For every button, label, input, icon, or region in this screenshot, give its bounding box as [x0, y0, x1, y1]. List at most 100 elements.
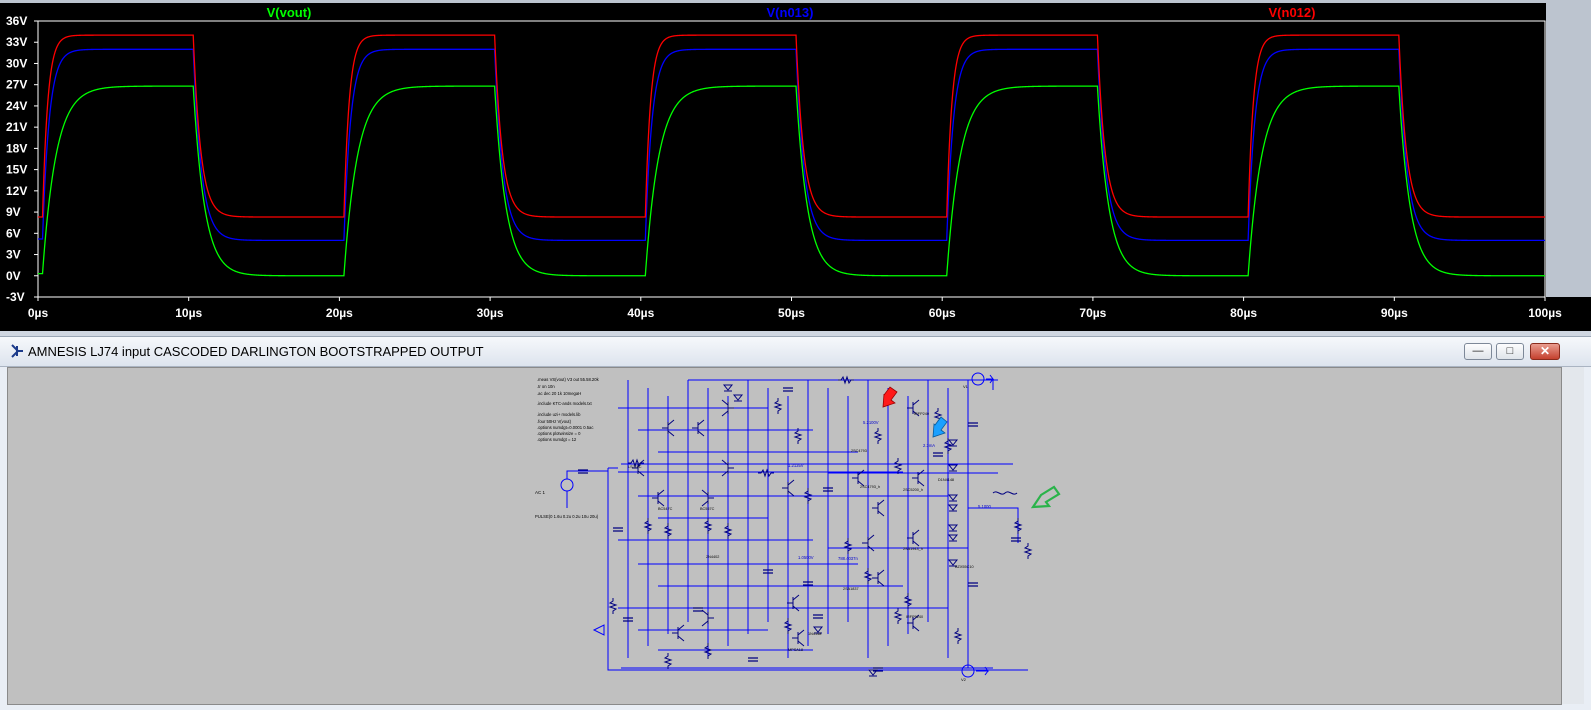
resistor-symbol[interactable] — [863, 568, 873, 584]
schematic-window-title: AMNESIS LJ74 input CASCODED DARLINGTON B… — [28, 344, 484, 359]
trace-line-vvout[interactable] — [38, 85, 1545, 277]
capacitor-symbol[interactable] — [613, 527, 623, 532]
trace-line-vn013[interactable] — [38, 48, 1545, 242]
transistor-symbol[interactable] — [872, 569, 885, 587]
capacitor-symbol[interactable] — [693, 607, 703, 612]
resistor-symbol[interactable] — [903, 593, 913, 609]
resistor-symbol[interactable] — [663, 523, 673, 539]
close-button[interactable]: ✕ — [1530, 343, 1560, 360]
transistor-symbol[interactable] — [632, 459, 645, 477]
diode-symbol[interactable] — [812, 626, 824, 634]
resistor-symbol[interactable] — [773, 398, 783, 414]
resistor-symbol[interactable] — [783, 618, 793, 634]
schematic-window[interactable]: AMNESIS LJ74 input CASCODED DARLINGTON B… — [0, 336, 1591, 710]
transistor-symbol[interactable] — [787, 594, 800, 612]
schematic-label: .options numdgt = 12 — [537, 437, 577, 442]
resistor-symbol[interactable] — [1023, 543, 1033, 559]
diode-symbol[interactable] — [947, 439, 959, 447]
resistor-symbol[interactable] — [893, 608, 903, 624]
transistor-symbol[interactable] — [907, 614, 920, 632]
supply-v1-symbol[interactable] — [971, 372, 985, 386]
diode-symbol[interactable] — [947, 504, 959, 512]
capacitor-symbol[interactable] — [763, 569, 773, 574]
y-tick-label: 15V — [6, 163, 27, 177]
voltage-source-symbol[interactable] — [560, 478, 574, 492]
transistor-symbol[interactable] — [672, 624, 685, 642]
waveform-chart[interactable]: V(vout)V(n013)V(n012) -3V0V3V6V9V12V15V1… — [0, 0, 1591, 331]
capacitor-symbol[interactable] — [813, 614, 823, 619]
capacitor-symbol[interactable] — [1011, 537, 1021, 542]
trace-title-vvout[interactable]: V(vout) — [267, 5, 312, 20]
resistor-symbol[interactable] — [643, 518, 653, 534]
diode-symbol[interactable] — [947, 559, 959, 567]
resistor-symbol[interactable] — [838, 375, 854, 385]
schematic-wire[interactable] — [566, 470, 608, 479]
x-tick-label: 10µs — [175, 306, 202, 320]
resistor-symbol[interactable] — [953, 628, 963, 644]
resistor-symbol[interactable] — [843, 538, 853, 554]
capacitor-symbol[interactable] — [623, 617, 633, 622]
transistor-symbol[interactable] — [692, 419, 705, 437]
resistor-symbol[interactable] — [663, 653, 673, 669]
trace-title-vn012[interactable]: V(n012) — [1269, 5, 1316, 20]
diode-symbol[interactable] — [867, 669, 879, 677]
transistor-symbol[interactable] — [792, 629, 805, 647]
schematic-wire[interactable] — [968, 507, 1019, 543]
capacitor-symbol[interactable] — [783, 387, 793, 392]
plot-background[interactable] — [8, 3, 1546, 297]
resistor-symbol[interactable] — [703, 518, 713, 534]
resistor-symbol[interactable] — [758, 468, 774, 478]
transistor-symbol[interactable] — [701, 489, 714, 507]
schematic-drawing[interactable]: .meas VS(vout) V3 out 55.58.20k.tr on 10… — [8, 368, 1561, 704]
transistor-symbol[interactable] — [721, 399, 734, 417]
minimize-button[interactable]: — — [1464, 343, 1492, 360]
diode-symbol[interactable] — [947, 494, 959, 502]
transistor-symbol[interactable] — [872, 499, 885, 517]
schematic-wire[interactable] — [607, 468, 1028, 671]
diode-symbol[interactable] — [947, 534, 959, 542]
diode-symbol[interactable] — [947, 464, 959, 472]
supply-v2-symbol[interactable] — [961, 664, 975, 678]
trace-line-vn012[interactable] — [38, 34, 1545, 218]
capacitor-symbol[interactable] — [823, 487, 833, 492]
resistor-symbol[interactable] — [893, 458, 903, 474]
transistor-symbol[interactable] — [782, 479, 795, 497]
schematic-canvas[interactable]: .meas VS(vout) V3 out 55.58.20k.tr on 10… — [7, 367, 1562, 705]
diode-symbol[interactable] — [722, 384, 734, 392]
transistor-symbol[interactable] — [862, 534, 875, 552]
resistor-symbol[interactable] — [1013, 518, 1023, 534]
transistor-symbol[interactable] — [721, 459, 734, 477]
capacitor-symbol[interactable] — [968, 422, 978, 427]
schematic-title-bar[interactable]: AMNESIS LJ74 input CASCODED DARLINGTON B… — [0, 337, 1591, 367]
schematic-label: .include uzi+ models.lib — [537, 412, 581, 417]
transistor-symbol[interactable] — [912, 469, 925, 487]
capacitor-symbol[interactable] — [873, 667, 883, 672]
resistor-symbol[interactable] — [628, 458, 644, 468]
transistor-symbol[interactable] — [852, 469, 865, 487]
transistor-symbol[interactable] — [907, 529, 920, 547]
transistor-symbol[interactable] — [652, 489, 665, 507]
transistor-symbol[interactable] — [662, 419, 675, 437]
diode-symbol[interactable] — [947, 524, 959, 532]
resistor-symbol[interactable] — [608, 598, 618, 614]
resistor-symbol[interactable] — [793, 428, 803, 444]
capacitor-symbol[interactable] — [748, 657, 758, 662]
resistor-symbol[interactable] — [943, 438, 953, 454]
capacitor-symbol[interactable] — [803, 581, 813, 586]
resistor-symbol[interactable] — [703, 643, 713, 659]
capacitor-symbol[interactable] — [933, 452, 943, 457]
maximize-button[interactable]: □ — [1496, 343, 1524, 360]
capacitor-symbol[interactable] — [578, 469, 588, 474]
trace-title-vn013[interactable]: V(n013) — [767, 5, 814, 20]
schematic-vertical-scrollbar[interactable] — [1562, 367, 1584, 704]
diode-symbol[interactable] — [732, 394, 744, 402]
capacitor-symbol[interactable] — [968, 582, 978, 587]
output-inductor-symbol[interactable] — [992, 491, 1018, 495]
schematic-label: BC557C — [700, 507, 715, 511]
resistor-symbol[interactable] — [723, 523, 733, 539]
transistor-symbol[interactable] — [701, 609, 714, 627]
resistor-symbol[interactable] — [803, 488, 813, 504]
resistor-symbol[interactable] — [873, 428, 883, 444]
transistor-symbol[interactable] — [907, 399, 920, 417]
